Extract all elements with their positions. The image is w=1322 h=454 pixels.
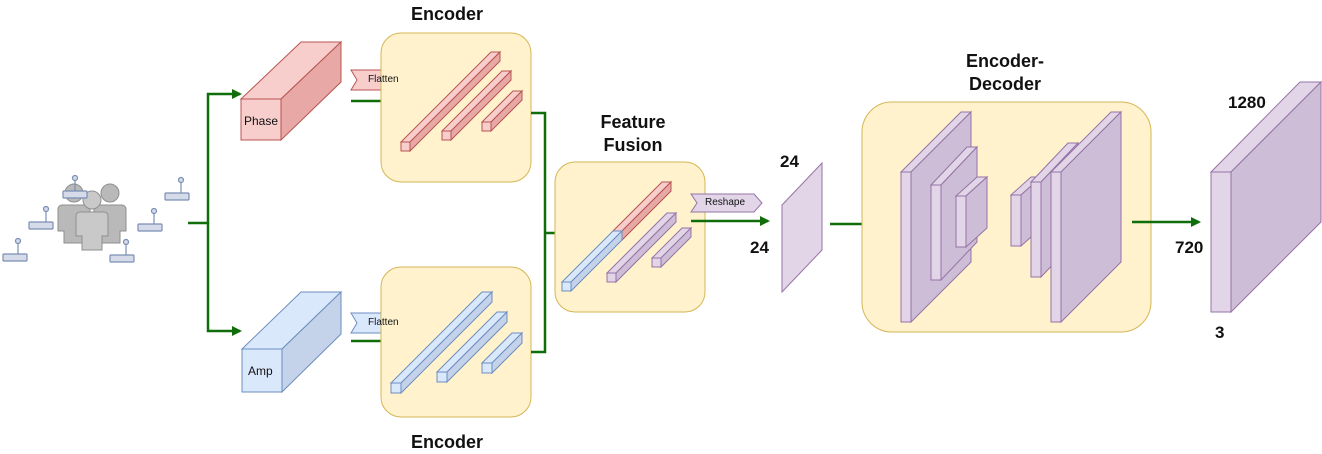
feature-map-dim-left: 24 xyxy=(750,238,769,257)
feature-map-plane xyxy=(781,161,823,294)
fusion-panel xyxy=(554,161,706,313)
encoder-bottom-title: Encoder xyxy=(411,432,484,452)
feature-map-dim-top: 24 xyxy=(780,152,799,171)
output-volume xyxy=(1209,80,1322,314)
router-icon-5 xyxy=(137,207,163,232)
reshape-label: Reshape xyxy=(705,197,746,208)
output-dim-depth: 3 xyxy=(1215,323,1225,342)
encoder-bottom-layers xyxy=(389,290,524,395)
encoder-decoder-layers xyxy=(899,110,1123,324)
router-icon-1 xyxy=(62,174,88,199)
encoder-decoder-title-line1: Encoder- xyxy=(965,51,1044,71)
split-connector xyxy=(188,89,242,336)
router-icon-2 xyxy=(28,205,54,230)
output-dim-width: 1280 xyxy=(1228,93,1266,112)
encoder-bottom-panel xyxy=(380,266,532,418)
router-icons xyxy=(2,174,190,263)
flatten-label-top: Flatten xyxy=(368,74,399,85)
router-icon-3 xyxy=(2,237,28,262)
encoder-top-layers xyxy=(399,50,524,153)
flatten-label-bottom: Flatten xyxy=(368,317,399,328)
encoder-decoder-title-line2: Decoder xyxy=(968,74,1042,94)
encoder-top-title: Encoder xyxy=(411,4,484,24)
phase-label: Phase xyxy=(244,114,279,128)
fusion-layers xyxy=(560,180,693,293)
fusion-title-line1: Feature xyxy=(600,112,666,132)
fusion-title-line2: Fusion xyxy=(603,135,663,155)
fusion-title: Feature Fusion xyxy=(583,111,683,157)
people-group-icon xyxy=(57,183,127,251)
amp-label: Amp xyxy=(248,364,273,378)
encoder-decoder-title: Encoder- Decoder xyxy=(945,50,1065,96)
amp-input-block xyxy=(240,290,343,394)
output-dim-height: 720 xyxy=(1175,238,1204,257)
reshape-tag xyxy=(690,193,763,213)
router-icon-4 xyxy=(164,176,190,201)
phase-input-block xyxy=(239,40,343,142)
encoder-top-panel xyxy=(380,32,532,183)
router-icon-6 xyxy=(109,238,135,263)
